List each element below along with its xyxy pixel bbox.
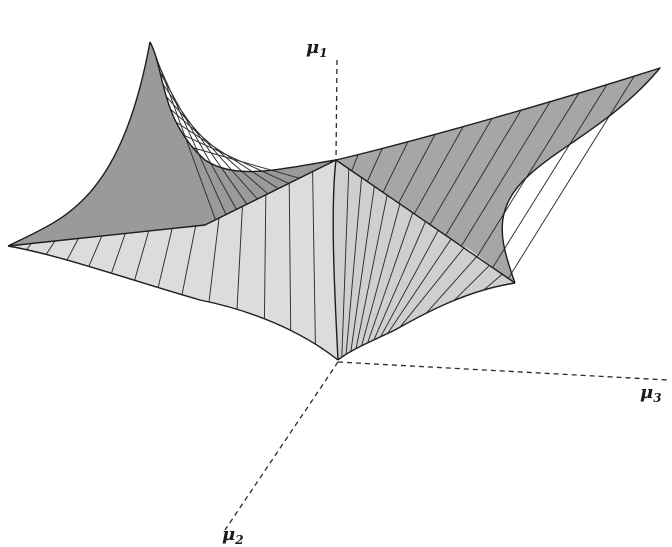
mu2-label: μ2 [222,524,244,547]
mu1-axis-upper [336,60,337,160]
mu3-label: μ3 [640,382,662,405]
mu3-axis [338,362,668,380]
mu2-axis [225,362,338,530]
mu1-label: μ1 [306,37,328,60]
